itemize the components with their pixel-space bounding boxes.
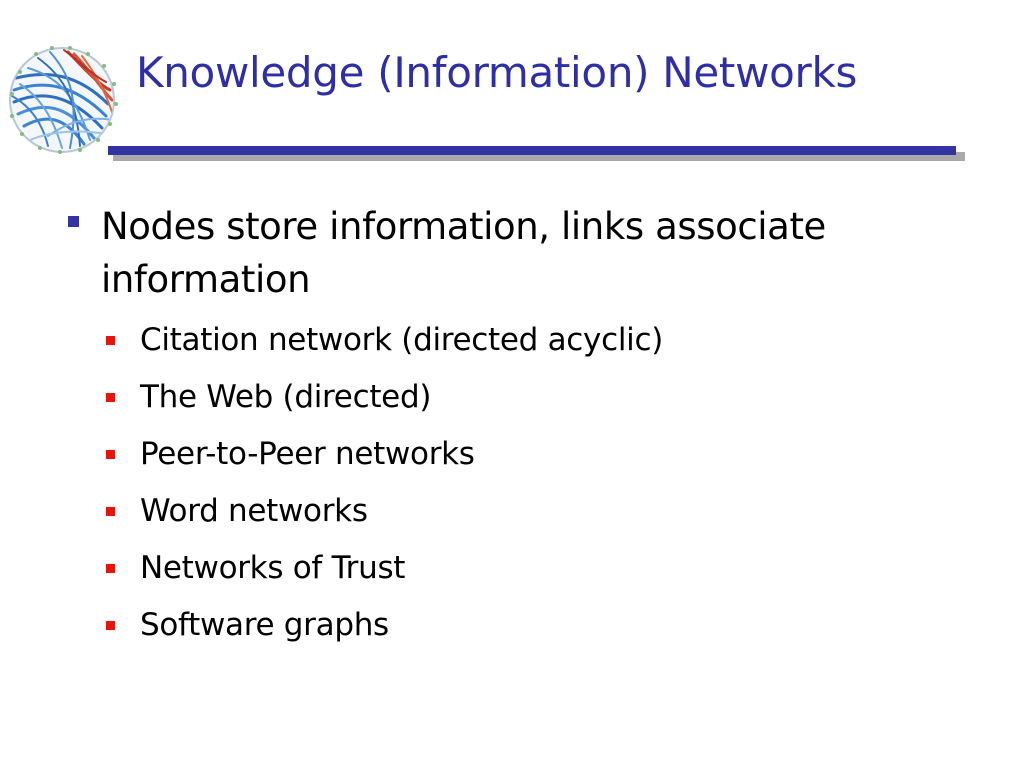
sub-bullet-marker — [106, 564, 115, 573]
sub-bullet-marker — [106, 621, 115, 630]
sub-bullet-text: Peer-to-Peer networks — [140, 436, 475, 472]
sub-bullet-marker — [106, 507, 115, 516]
sub-bullet-text: Software graphs — [140, 607, 389, 643]
sub-bullet-text: Word networks — [140, 493, 368, 529]
sub-bullet-marker — [106, 336, 115, 345]
slide-title: Knowledge (Information) Networks — [136, 48, 858, 97]
network-globe-logo-icon — [9, 46, 118, 154]
sub-bullet-marker — [106, 393, 115, 402]
sub-bullet-text: Citation network (directed acyclic) — [140, 322, 664, 358]
sub-bullet-marker — [106, 450, 115, 459]
sub-bullet-text: The Web (directed) — [140, 379, 432, 415]
main-bullet-text: Nodes store information, links associate… — [101, 205, 826, 301]
title-rule-shadow — [113, 152, 965, 161]
title-rule — [108, 146, 956, 155]
main-bullet-marker — [68, 216, 79, 227]
sub-bullet-text: Networks of Trust — [140, 550, 406, 586]
